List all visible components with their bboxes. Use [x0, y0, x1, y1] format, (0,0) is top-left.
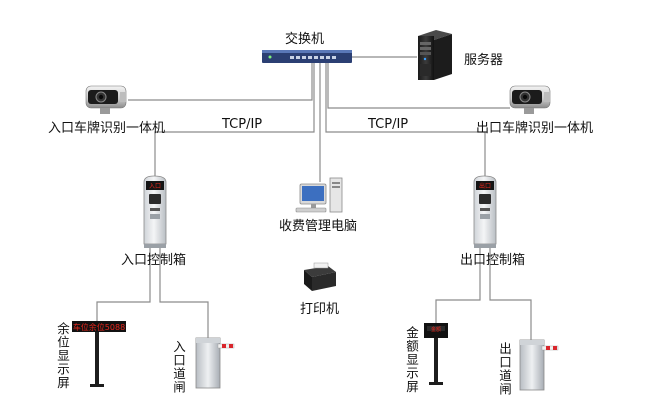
exit-camera-label: 出口车牌识别一体机 [476, 121, 594, 136]
link-exitbox-barrier [489, 248, 532, 340]
exit-barrier-icon [519, 339, 559, 391]
entry-camera-label: 入口车牌识别一体机 [48, 121, 166, 136]
exit-barrier-label: 出口道闸 [497, 342, 512, 396]
spaces-display-icon: 车位余位5088 [72, 321, 126, 387]
network-switch-icon [262, 50, 352, 63]
spaces-led-text: 车位余位5088 [73, 322, 125, 332]
entry-control-box-label: 入口控制箱 [121, 253, 187, 268]
amount-display-icon: 金额 [424, 323, 448, 385]
link-switch-exit-box [325, 62, 486, 178]
link-switch-entry-camera [128, 62, 313, 101]
tcpip-right-label: TCP/IP [368, 117, 409, 132]
toll-pc-label: 收费管理电脑 [279, 219, 358, 234]
exit-control-box-label: 出口控制箱 [460, 253, 526, 268]
server-icon [418, 30, 452, 80]
amount-display-label: 金额显示屏 [404, 326, 419, 394]
amount-led-text: 金额 [431, 326, 441, 333]
printer-label: 打印机 [300, 302, 340, 317]
server-label: 服务器 [464, 53, 504, 68]
entry-barrier-label: 入口道闸 [171, 340, 186, 394]
printer-icon [304, 262, 336, 291]
switch-label: 交换机 [285, 32, 325, 47]
entry-control-box-icon: 入口 [143, 175, 167, 248]
exit-control-box-icon: 出口 [473, 175, 497, 248]
link-exitbox-amount [435, 248, 481, 324]
entry-box-led-text: 入口 [149, 183, 161, 190]
tcpip-left-label: TCP/IP [222, 117, 263, 132]
link-entrybox-spaces [96, 248, 151, 322]
spaces-display-label: 余位显示屏 [55, 322, 70, 390]
link-switch-exit-camera [327, 62, 510, 109]
link-entrybox-barrier [159, 248, 209, 338]
exit-camera-icon [509, 85, 551, 114]
computer-icon [295, 177, 343, 213]
exit-box-led-text: 出口 [479, 182, 491, 190]
link-switch-entry-box [154, 62, 315, 178]
entry-camera-icon [85, 85, 127, 114]
entry-barrier-icon [195, 337, 235, 389]
connection-lines [96, 56, 532, 340]
